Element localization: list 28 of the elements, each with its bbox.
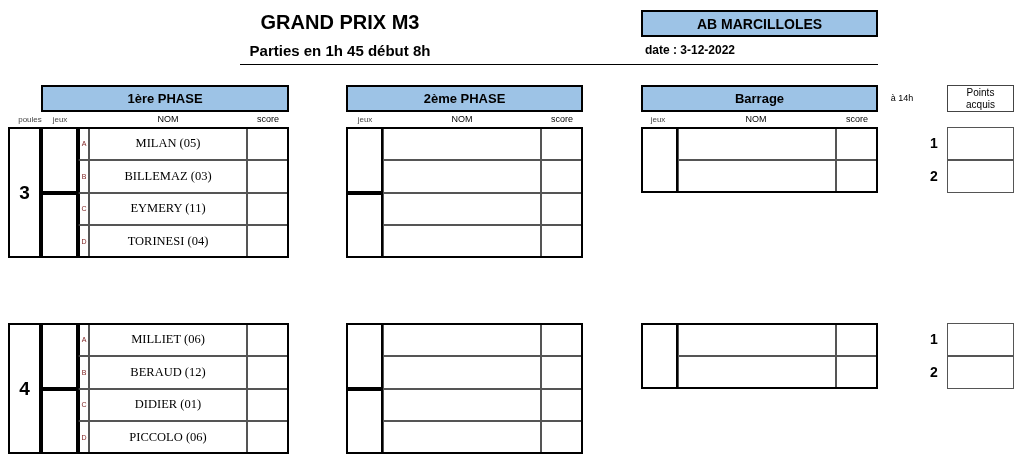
phase-header: Barrage	[641, 85, 878, 112]
phase-header: 2ème PHASE	[346, 85, 583, 112]
phase-header: 1ère PHASE	[41, 85, 289, 112]
points-header: Points acquis	[947, 85, 1014, 112]
name-cell: MILLIET (06)	[89, 323, 247, 356]
poules-heading: poules	[18, 114, 42, 124]
club-header: AB MARCILLOLES	[641, 10, 878, 37]
name-cell: BERAUD (12)	[89, 355, 247, 389]
column-heading: score	[846, 114, 868, 124]
name-cell: BILLEMAZ (03)	[89, 159, 247, 193]
rank-number: 2	[930, 363, 938, 380]
subtitle: Parties en 1h 45 début 8h	[249, 41, 431, 59]
name-cell: MILAN (05)	[89, 127, 247, 160]
column-heading: jeux	[357, 114, 373, 124]
rank-number: 1	[930, 331, 938, 347]
title: GRAND PRIX M3	[260, 10, 420, 34]
name-cell: TORINESI (04)	[89, 225, 247, 258]
name-cell: PICCOLO (06)	[89, 421, 247, 454]
name-cell: DIDIER (01)	[89, 388, 247, 422]
column-heading: score	[257, 114, 279, 124]
column-heading: jeux	[52, 114, 68, 124]
date-text: date : 3-12-2022	[645, 43, 736, 57]
rank-number: 2	[930, 167, 938, 184]
name-cell: EYMERY (11)	[89, 192, 247, 226]
rank-number: 1	[930, 135, 938, 151]
time-note: à 14h	[890, 93, 914, 103]
column-heading: jeux	[650, 114, 666, 124]
column-heading: score	[551, 114, 573, 124]
